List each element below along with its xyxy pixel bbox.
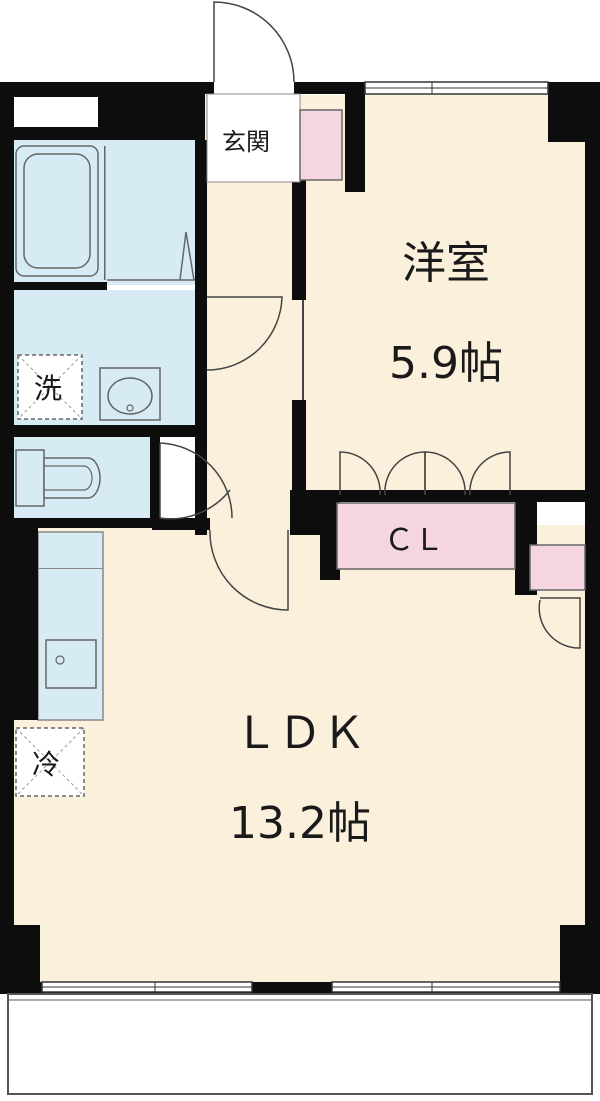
western-room-name: 洋室 <box>402 238 490 289</box>
closet-doors <box>339 451 511 496</box>
ldk-room-size: 13.2帖 <box>229 798 371 849</box>
wall <box>0 520 38 720</box>
shoe-cabinet <box>299 109 343 181</box>
wall <box>0 925 40 992</box>
window-slot <box>14 97 98 127</box>
window-top-western <box>364 81 549 95</box>
wall <box>150 425 160 528</box>
washroom-door <box>206 296 283 371</box>
toilet-door <box>159 443 231 520</box>
entrance-floor <box>206 93 301 183</box>
wall <box>12 425 207 437</box>
window-bottom-right <box>331 981 561 993</box>
bath-door-icon <box>179 231 195 281</box>
entrance-door <box>213 1 295 83</box>
wall <box>560 925 600 992</box>
wall <box>320 530 340 580</box>
western-room-floor <box>300 95 590 495</box>
wall <box>320 490 590 502</box>
sink-drain <box>55 655 65 665</box>
window-bottom-left <box>41 981 253 993</box>
wall <box>195 140 207 535</box>
entrance-label: 玄関 <box>222 128 270 156</box>
storage-door <box>538 597 581 649</box>
kitchen-sink <box>45 639 97 689</box>
wall <box>292 180 306 300</box>
kitchen-counter <box>37 531 104 721</box>
entrance-door-opening <box>214 82 294 94</box>
ldk-door <box>209 529 289 611</box>
bathtub-inner <box>23 153 91 269</box>
wall <box>152 518 210 530</box>
closet <box>336 502 516 570</box>
wall <box>12 518 152 528</box>
washer-icon <box>17 354 83 420</box>
washer-label: 洗 <box>34 372 62 405</box>
fridge-icon <box>15 727 85 797</box>
toilet-door-arc <box>159 442 233 519</box>
bath-divider <box>104 146 106 280</box>
wall <box>12 282 107 290</box>
bathtub <box>15 145 99 277</box>
wall <box>345 82 365 192</box>
western-room-size: 5.9帖 <box>389 338 503 389</box>
sink-icon <box>99 367 161 421</box>
wall <box>252 982 332 992</box>
toilet-icon <box>15 449 101 507</box>
balcony <box>7 993 593 1095</box>
fridge-label: 冷 <box>32 748 60 781</box>
kitchen-counter-edge <box>38 568 103 569</box>
storage-cabinet <box>529 544 586 591</box>
ldk-floor <box>10 525 588 990</box>
ldk-room-name: ＬＤＫ <box>234 708 366 759</box>
wall <box>585 82 600 992</box>
closet-label: ＣＬ <box>384 523 444 558</box>
